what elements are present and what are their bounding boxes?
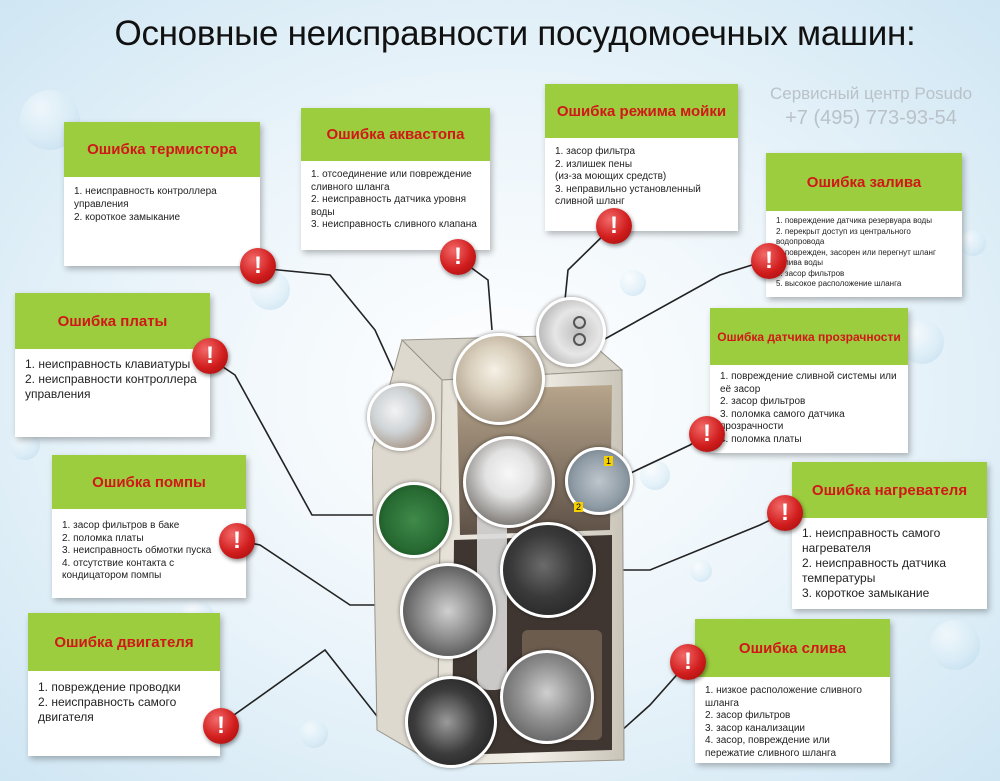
warning-icon: ! <box>192 338 228 374</box>
card-item: 1. повреждение сливной системы или её за… <box>720 371 897 395</box>
card-title: Ошибка режима мойки <box>545 84 738 138</box>
card-item: 5. высокое расположение шланга <box>776 279 902 288</box>
card-title: Ошибка датчика прозрачности <box>710 308 908 365</box>
card-item: 3. неисправность сливного клапана <box>311 219 477 230</box>
card-item: 2. неисправности контроллера управления <box>25 372 197 401</box>
card-item: 4. засор, повреждение или пережатие слив… <box>705 735 837 759</box>
photo-drain-elbow <box>463 436 555 528</box>
panel-button-icon <box>573 316 586 329</box>
card-title: Ошибка платы <box>15 293 210 349</box>
card-title: Ошибка аквастопа <box>301 108 490 161</box>
card-item: 2. неисправность датчика температуры <box>802 556 946 585</box>
card-item: 2. поломка платы <box>62 532 144 544</box>
card-heater-error: Ошибка нагревателя 1. неисправность само… <box>792 462 987 609</box>
panel-button-icon <box>573 333 586 346</box>
card-item: 2. неисправность самого двигателя <box>38 695 177 724</box>
card-item: 1. повреждение датчика резервуара воды <box>776 216 932 225</box>
card-title: Ошибка слива <box>695 619 890 677</box>
card-item: 1. повреждение проводки <box>38 680 181 694</box>
warning-icon: ! <box>596 208 632 244</box>
service-center-phone: +7 (495) 773-93-54 <box>785 107 957 129</box>
warning-icon: ! <box>689 416 725 452</box>
photo-aquastop-part <box>453 333 545 425</box>
service-center-watermark: Сервисный центр Posudo +7 (495) 773-93-5… <box>746 82 996 130</box>
card-item: 4. засор фильтров <box>776 268 845 278</box>
card-item: 2. засор фильтров <box>705 710 791 721</box>
card-item: 1. неисправность клавиатуры <box>25 357 191 371</box>
card-item: 1. засор фильтров в баке <box>62 520 180 531</box>
card-clarity-sensor-error: Ошибка датчика прозрачности 1. поврежден… <box>710 308 908 453</box>
card-aquastop-error: Ошибка аквастопа 1. отсоединение или пов… <box>301 108 490 250</box>
card-item: (из-за моющих средств) <box>555 171 667 182</box>
card-item: 1. засор фильтра <box>555 146 636 157</box>
card-item: 3. поломка самого датчика прозрачности <box>720 408 845 433</box>
card-item: 1. отсоединение или повреждение сливного… <box>311 169 472 193</box>
photo-drain-hose <box>500 650 594 744</box>
card-board-error: Ошибка платы 1. неисправность клавиатуры… <box>15 293 210 437</box>
warning-icon: ! <box>670 644 706 680</box>
photo-control-board <box>376 482 452 558</box>
photo-control-panel <box>536 297 606 367</box>
card-item: 3. неправильно установленный сливной шла… <box>555 183 701 208</box>
photo-clarity-sensor: 1 2 <box>565 447 633 515</box>
card-item: 2. излишек пены <box>555 158 633 170</box>
card-title: Ошибка помпы <box>52 455 246 509</box>
connector-thermistor <box>257 267 401 386</box>
warning-icon: ! <box>240 248 276 284</box>
card-item: 2. короткое замыкание <box>74 212 181 223</box>
warning-icon: ! <box>767 495 803 531</box>
card-fill-error: Ошибка залива 1. повреждение датчика рез… <box>766 153 962 297</box>
page-title: Основные неисправности посудомоечных маш… <box>114 14 916 53</box>
warning-icon: ! <box>203 708 239 744</box>
panel-digit-label: 1 <box>604 456 614 466</box>
card-thermistor-error: Ошибка термистора 1. неисправность контр… <box>64 122 260 266</box>
card-item: 2. засор фильтров <box>720 396 806 407</box>
photo-fill-valve <box>367 383 435 451</box>
card-wash-mode-error: Ошибка режима мойки 1. засор фильтра 2. … <box>545 84 738 231</box>
photo-motor <box>405 676 497 768</box>
card-motor-error: Ошибка двигателя 1. повреждение проводки… <box>28 613 220 756</box>
warning-icon: ! <box>219 523 255 559</box>
card-title: Ошибка двигателя <box>28 613 220 671</box>
warning-icon: ! <box>440 239 476 275</box>
card-item: 2. перекрыт доступ из центрального водоп… <box>776 226 911 247</box>
card-drain-error: Ошибка слива 1. низкое расположение слив… <box>695 619 890 763</box>
card-item: 1. неисправность самого нагревателя <box>802 526 941 555</box>
card-title: Ошибка нагревателя <box>792 462 987 518</box>
panel-digit-label: 2 <box>574 502 584 512</box>
warning-icon: ! <box>751 243 787 279</box>
card-item: 3. неисправность обмотки пуска <box>62 545 212 556</box>
card-item: 3. поврежден, засорен или перегнут шланг… <box>776 247 936 268</box>
card-item: 1. низкое расположение сливного шланга <box>705 685 862 709</box>
card-item: 2. неисправность датчика уровня воды <box>311 194 467 218</box>
connector-wash-mode <box>564 224 615 301</box>
card-title: Ошибка залива <box>766 153 962 211</box>
card-item: 1. неисправность контроллера управления <box>74 186 217 210</box>
photo-pump-motor <box>400 563 496 659</box>
card-item: 4. поломка платы <box>720 433 802 445</box>
card-title: Ошибка термистора <box>64 122 260 177</box>
card-pump-error: Ошибка помпы 1. засор фильтров в баке 2.… <box>52 455 246 598</box>
card-item: 4. отсутствие контакта с кондицатором по… <box>62 557 175 582</box>
card-item: 3. засор канализации <box>705 722 805 734</box>
service-center-name: Сервисный центр Posudo <box>769 84 973 103</box>
card-item: 3. короткое замыкание <box>802 586 930 600</box>
photo-heater-pump <box>500 522 596 618</box>
